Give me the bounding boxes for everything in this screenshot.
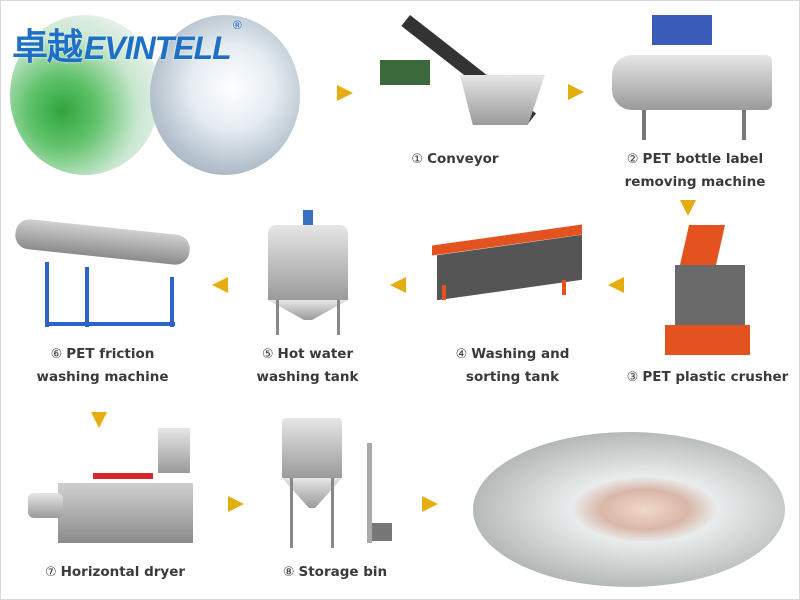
crusher-body — [675, 265, 745, 325]
base-frame — [665, 325, 750, 355]
washer-drum — [13, 217, 192, 267]
green-bottles-photo — [10, 15, 160, 175]
motor-housing — [652, 15, 712, 45]
bin-body — [282, 418, 342, 478]
arrow-right-icon — [568, 84, 584, 100]
clear-bottles-photo — [150, 15, 300, 175]
arrow-left-icon — [212, 277, 228, 293]
feed-hopper — [680, 225, 725, 265]
hopper — [460, 75, 545, 125]
motor — [28, 493, 63, 518]
logo-cjk: 卓越 — [12, 26, 83, 67]
conveyor-machine — [375, 15, 555, 145]
friction-washing-machine — [13, 217, 192, 332]
arrow-down-icon — [91, 412, 107, 428]
arrow-left-icon — [608, 277, 624, 293]
logo-text: EVINTELL — [84, 30, 232, 66]
cyclone — [158, 428, 190, 473]
drum — [612, 55, 772, 110]
arrow-right-icon — [228, 496, 244, 512]
blower — [372, 523, 392, 541]
tank-body — [268, 225, 348, 300]
horizontal-dryer — [28, 428, 198, 553]
brand-logo: 卓越EVINTELL® — [12, 18, 242, 70]
arrow-right-icon — [337, 85, 353, 101]
motor-unit — [380, 60, 430, 85]
agitator-motor — [303, 210, 313, 225]
plastic-crusher — [660, 225, 750, 360]
pet-flakes-photo — [473, 432, 785, 587]
arrow-down-icon — [680, 200, 696, 216]
dryer-body — [58, 483, 193, 543]
feed-pipe — [367, 443, 372, 543]
storage-bin — [282, 418, 397, 553]
washing-sorting-tank — [432, 224, 582, 305]
registered-mark: ® — [232, 18, 242, 32]
hot-water-tank — [268, 210, 348, 340]
arrow-left-icon — [390, 277, 406, 293]
arrow-right-icon — [422, 496, 438, 512]
label-removing-machine — [612, 15, 772, 145]
